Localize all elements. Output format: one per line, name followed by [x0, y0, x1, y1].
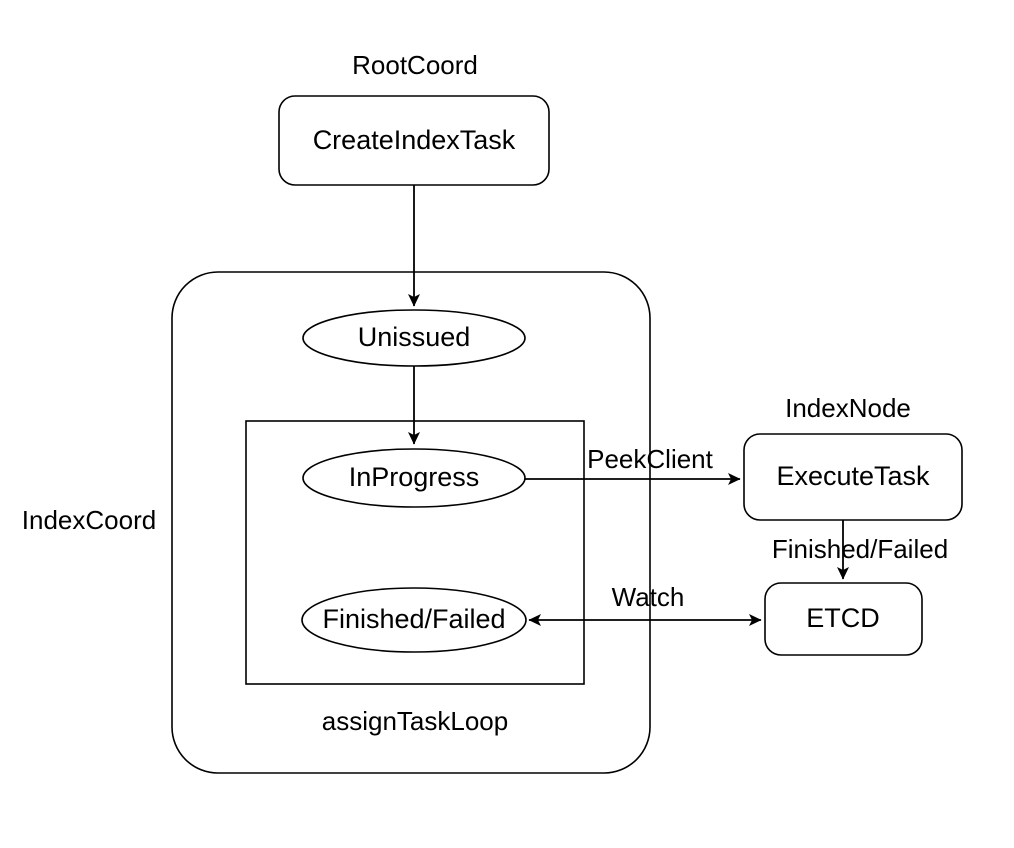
inprogress-label: InProgress — [349, 462, 480, 492]
node-inprogress[interactable]: InProgress — [302, 448, 526, 508]
edge-inprogress-to-executetask: PeekClient — [525, 444, 741, 485]
node-finished-failed[interactable]: Finished/Failed — [301, 587, 527, 653]
node-unissued[interactable]: Unissued — [302, 309, 526, 367]
finished-failed-label: Finished/Failed — [322, 604, 505, 634]
node-execute-task[interactable]: ExecuteTask — [743, 433, 963, 521]
etcd-label: ETCD — [806, 603, 880, 633]
edge-label-watch: Watch — [612, 582, 685, 612]
group-assigntaskloop[interactable]: assignTaskLoop — [245, 420, 585, 736]
unissued-label: Unissued — [358, 322, 471, 352]
execute-task-label: ExecuteTask — [776, 461, 930, 491]
etcd-box[interactable] — [764, 582, 923, 656]
node-etcd[interactable]: ETCD — [764, 582, 923, 656]
indexcoord-container[interactable] — [171, 271, 651, 774]
edge-etcd-to-finishedfailed: Watch — [528, 582, 762, 626]
edge-label-finished-failed: Finished/Failed — [772, 534, 948, 564]
edge-label-peekclient: PeekClient — [587, 444, 714, 474]
create-index-task-box[interactable] — [278, 95, 550, 186]
indexcoord-label: IndexCoord — [22, 505, 156, 535]
indexnode-label: IndexNode — [785, 393, 911, 423]
create-index-task-label: CreateIndexTask — [313, 125, 516, 155]
unissued-ellipse[interactable] — [302, 309, 526, 367]
node-create-index-task[interactable]: CreateIndexTask — [278, 95, 550, 186]
edge-executetask-to-etcd: Finished/Failed — [772, 520, 948, 580]
assigntaskloop-container[interactable] — [245, 420, 585, 685]
rootcoord-label: RootCoord — [352, 50, 478, 80]
execute-task-box[interactable] — [743, 433, 963, 521]
inprogress-ellipse[interactable] — [302, 448, 526, 508]
assigntaskloop-label: assignTaskLoop — [322, 706, 508, 736]
finished-failed-ellipse[interactable] — [301, 587, 527, 653]
group-indexcoord[interactable]: IndexCoord — [22, 271, 651, 774]
